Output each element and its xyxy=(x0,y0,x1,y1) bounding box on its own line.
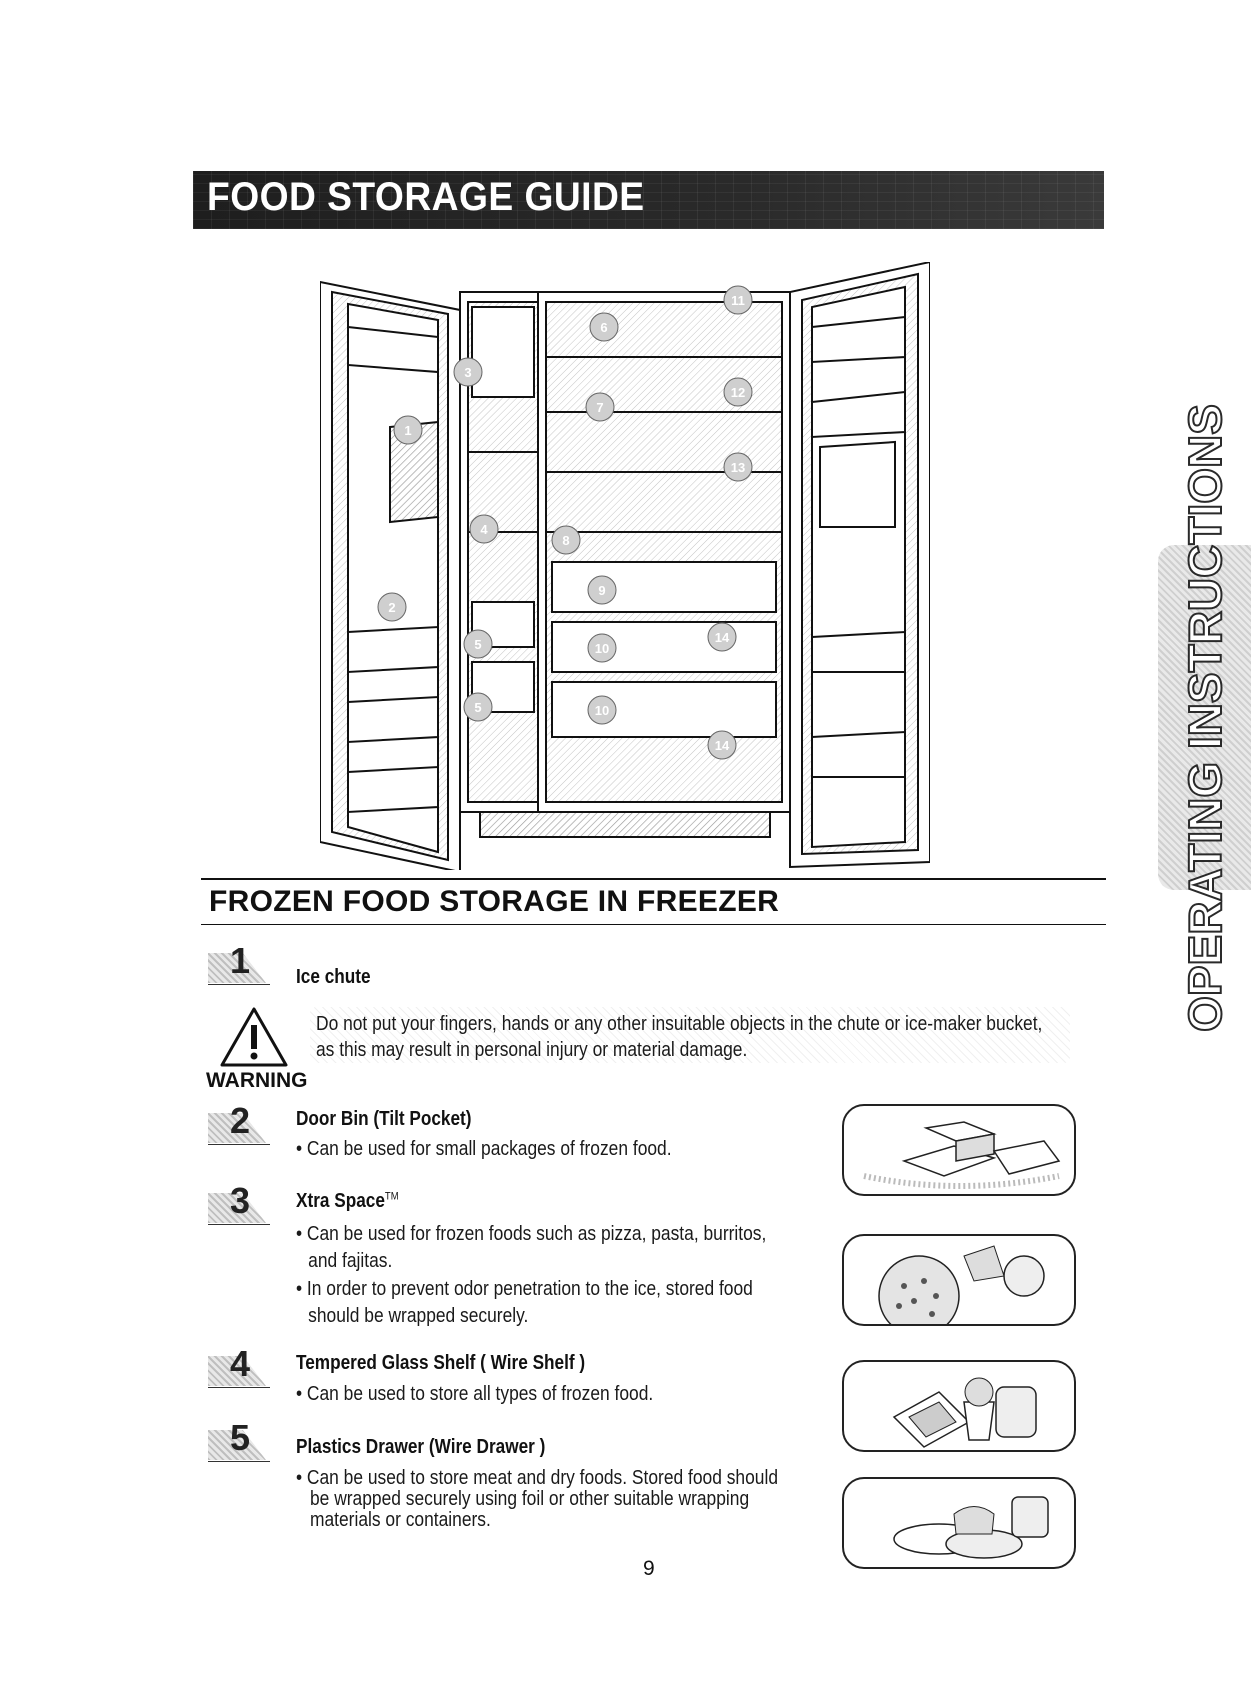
callout-13: 13 xyxy=(723,452,753,482)
svg-text:13: 13 xyxy=(731,460,745,475)
item-number: 3 xyxy=(230,1180,251,1221)
svg-text:4: 4 xyxy=(480,522,488,537)
warning-label: WARNING xyxy=(206,1069,308,1092)
bullet-text: • Can be used for small packages of froz… xyxy=(296,1138,672,1160)
callout-10b: 10 xyxy=(587,695,617,725)
food-image-pizza xyxy=(842,1234,1076,1326)
warning-line: Do not put your fingers, hands or any ot… xyxy=(316,1013,1043,1035)
chapter-tab: OPERATING INSTRUCTIONS xyxy=(1158,403,1251,1032)
page-number: 9 xyxy=(643,1557,655,1580)
item-number: 1 xyxy=(230,940,251,981)
callout-10a: 10 xyxy=(587,633,617,663)
item-number: 4 xyxy=(230,1343,251,1384)
svg-text:5: 5 xyxy=(474,700,481,715)
item-number-badge: 4 xyxy=(208,1346,270,1388)
callout-6: 6 xyxy=(589,312,619,342)
callout-3: 3 xyxy=(453,357,483,387)
item-title: Plastics Drawer (Wire Drawer ) xyxy=(296,1436,546,1458)
callout-5b: 5 xyxy=(463,692,493,722)
item-title: Door Bin (Tilt Pocket) xyxy=(296,1108,472,1130)
page-title: FOOD STORAGE GUIDE xyxy=(207,175,645,219)
svg-text:5: 5 xyxy=(474,637,481,652)
bullet-text: be wrapped securely using foil or other … xyxy=(310,1488,750,1510)
bullet-text: • In order to prevent odor penetration t… xyxy=(296,1278,753,1300)
trademark: TM xyxy=(384,1190,399,1203)
svg-text:1: 1 xyxy=(404,423,411,438)
section-rule xyxy=(201,924,1106,925)
food-image-small-packages xyxy=(842,1104,1076,1196)
svg-text:14: 14 xyxy=(715,738,730,753)
callout-1: 1 xyxy=(393,415,423,445)
item-number-badge: 5 xyxy=(208,1420,270,1462)
svg-text:6: 6 xyxy=(600,320,607,335)
callout-4: 4 xyxy=(469,514,499,544)
refrigerator-diagram: 1 2 3 4 5 5 6 7 8 9 10 10 11 12 13 14 14 xyxy=(320,262,930,870)
item-title-text: Xtra Space xyxy=(296,1190,385,1212)
warning-message: Do not put your fingers, hands or any ot… xyxy=(310,1007,1070,1063)
item-number: 2 xyxy=(230,1100,251,1141)
warning-icon xyxy=(220,1007,288,1067)
food-image-meat-dry-foods xyxy=(842,1477,1076,1569)
svg-text:3: 3 xyxy=(464,365,471,380)
callout-14b: 14 xyxy=(707,730,737,760)
bullet-text: and fajitas. xyxy=(308,1250,393,1272)
chapter-tab-label: OPERATING INSTRUCTIONS xyxy=(1178,403,1232,1033)
item-number-badge: 2 xyxy=(208,1103,270,1145)
section-rule xyxy=(201,878,1106,880)
bullet-text: • Can be used to store meat and dry food… xyxy=(296,1467,778,1489)
callout-14a: 14 xyxy=(707,622,737,652)
callout-7: 7 xyxy=(585,392,615,422)
svg-text:9: 9 xyxy=(598,583,605,598)
section-title: FROZEN FOOD STORAGE IN FREEZER xyxy=(209,885,780,918)
bullet-text: • Can be used to store all types of froz… xyxy=(296,1383,654,1405)
callout-8: 8 xyxy=(551,525,581,555)
callout-9: 9 xyxy=(587,575,617,605)
warning-line: as this may result in personal injury or… xyxy=(316,1039,748,1061)
callout-12: 12 xyxy=(723,377,753,407)
item-number-badge: 3 xyxy=(208,1183,270,1225)
svg-text:12: 12 xyxy=(731,385,745,400)
svg-text:8: 8 xyxy=(562,533,569,548)
item-title: Tempered Glass Shelf ( Wire Shelf ) xyxy=(296,1352,586,1374)
item-number-badge: 1 xyxy=(208,943,270,985)
svg-text:7: 7 xyxy=(596,400,603,415)
callout-2: 2 xyxy=(377,592,407,622)
svg-text:10: 10 xyxy=(595,641,609,656)
callout-11: 11 xyxy=(723,285,753,315)
food-image-frozen-foods xyxy=(842,1360,1076,1452)
item-number: 5 xyxy=(230,1417,251,1458)
item-title: Ice chute xyxy=(296,966,371,988)
svg-text:10: 10 xyxy=(595,703,609,718)
item-title: Xtra SpaceTM xyxy=(296,1190,399,1213)
callout-5a: 5 xyxy=(463,629,493,659)
svg-text:14: 14 xyxy=(715,630,730,645)
svg-text:11: 11 xyxy=(731,293,745,308)
svg-text:2: 2 xyxy=(388,600,395,615)
bullet-text: materials or containers. xyxy=(310,1509,491,1531)
section-banner: FOOD STORAGE GUIDE xyxy=(193,171,1104,229)
bullet-text: should be wrapped securely. xyxy=(308,1305,529,1327)
bullet-text: • Can be used for frozen foods such as p… xyxy=(296,1223,767,1245)
